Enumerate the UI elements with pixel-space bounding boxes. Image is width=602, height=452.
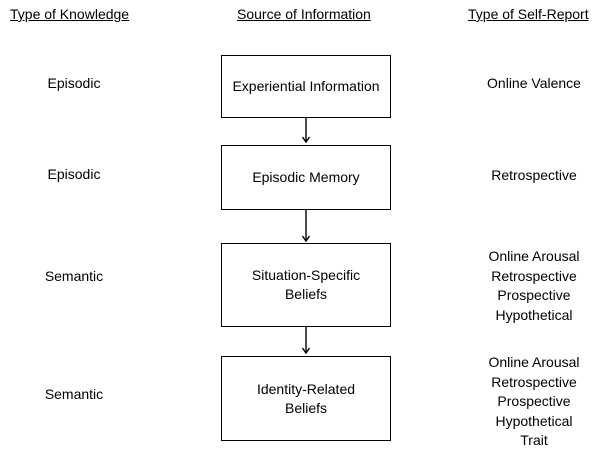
header-type-of-knowledge: Type of Knowledge [10, 6, 130, 22]
self-report-item: Online Arousal [488, 354, 580, 370]
source-box-label-line: Beliefs [284, 399, 328, 416]
knowledge-type-2: Episodic [47, 166, 101, 182]
self-report-item: Retrospective [491, 373, 577, 390]
self-report-list-1: Online Valence [466, 74, 602, 94]
header-type-of-self-report: Type of Self-Report [468, 6, 589, 22]
self-report-list-2: Retrospective [466, 166, 602, 186]
self-report-item: Online Arousal [488, 248, 580, 264]
self-report-item: Prospective [497, 393, 571, 409]
self-report-list-4: Online Arousal Retrospective Prospective… [466, 353, 602, 451]
self-report-list-3: Online Arousal Retrospective Prospective… [466, 247, 602, 325]
self-report-item: Retrospective [491, 267, 577, 284]
knowledge-type-3: Semantic [44, 268, 104, 284]
self-report-item: Hypothetical [495, 412, 573, 429]
source-box-identity-related-beliefs: Identity-Related Beliefs [221, 356, 391, 441]
source-box-situation-specific-beliefs: Situation-Specific Beliefs [221, 243, 391, 327]
knowledge-type-1: Episodic [47, 75, 101, 91]
self-report-item: Online Valence [487, 75, 581, 91]
source-box-label: Episodic Memory [252, 169, 360, 185]
self-report-item: Trait [520, 432, 548, 448]
self-report-item: Hypothetical [495, 306, 573, 323]
knowledge-type-4: Semantic [44, 386, 104, 402]
source-box-experiential-information: Experiential Information [221, 55, 391, 118]
source-box-label-line: Identity-Related [256, 380, 356, 397]
source-box-label: Experiential Information [232, 78, 380, 94]
self-report-item: Prospective [497, 287, 571, 303]
source-box-episodic-memory: Episodic Memory [221, 145, 391, 210]
self-report-item: Retrospective [491, 167, 577, 183]
source-box-label-line: Situation-Specific [251, 267, 361, 283]
header-source-of-information: Source of Information [237, 6, 371, 22]
source-box-label-line: Beliefs [284, 286, 327, 302]
